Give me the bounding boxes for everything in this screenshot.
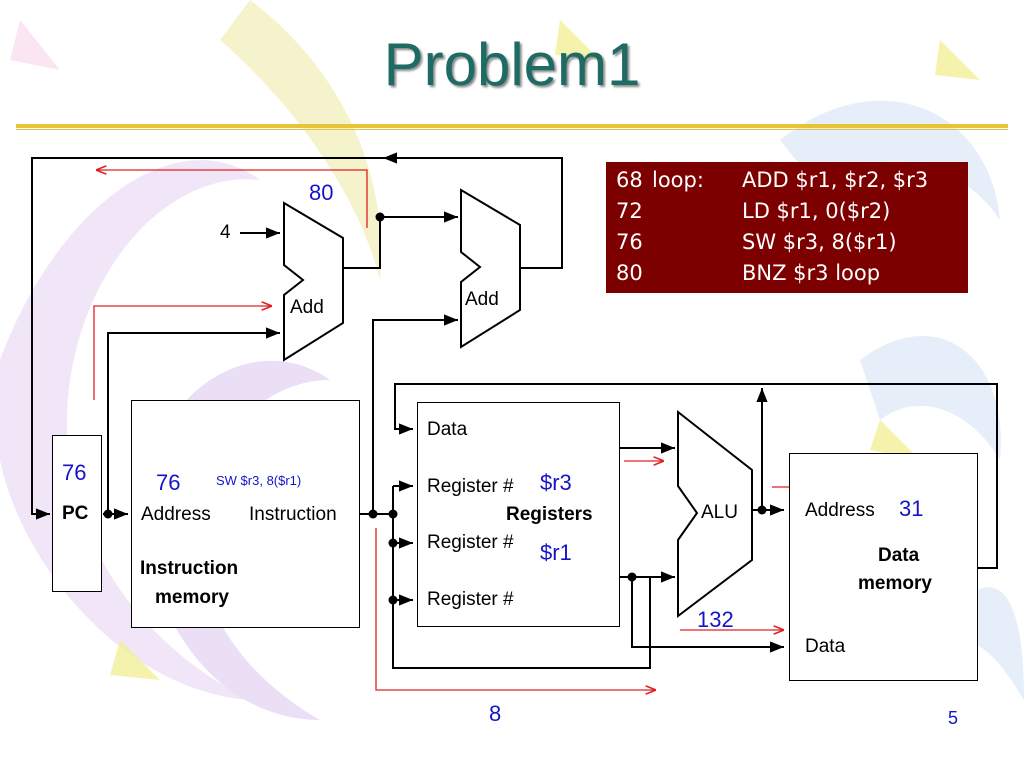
pc-value-annotation: 76 (62, 460, 87, 485)
write-data-annotation: 132 (697, 607, 734, 632)
alu-label: ALU (701, 502, 738, 523)
code-instruction: BNZ $r3 loop (742, 261, 881, 285)
code-instruction: LD $r1, 0($r2) (742, 199, 891, 223)
pc-label: PC (62, 503, 89, 524)
im-address-label: Address (141, 504, 211, 525)
registers-title: Registers (506, 504, 593, 525)
code-address: 80 (616, 261, 643, 285)
im-instruction-label: Instruction (249, 504, 337, 525)
alu-result-annotation: 31 (899, 496, 924, 521)
code-instruction: SW $r3, 8($r1) (742, 230, 897, 254)
next-pc-annotation: 80 (309, 180, 334, 205)
dm-data-label: Data (805, 636, 846, 657)
code-line: 80 BNZ $r3 loop (616, 258, 968, 289)
code-address: 76 (616, 230, 643, 254)
code-listing: 68 loop: ADD $r1, $r2, $r3 72 LD $r1, 0(… (606, 162, 968, 293)
code-address: 72 (616, 199, 643, 223)
reg-num2-label: Register # (427, 532, 514, 553)
data-memory (789, 453, 978, 681)
code-line: 76 SW $r3, 8($r1) (616, 227, 968, 258)
instruction-memory (131, 400, 360, 628)
page-number: 5 (948, 708, 959, 728)
dm-title-line1: Data (878, 545, 920, 566)
reg-b-annotation: $r1 (540, 540, 572, 565)
address-value-annotation: 76 (156, 470, 181, 495)
constant-four: 4 (220, 222, 231, 243)
code-line: 72 LD $r1, 0($r2) (616, 196, 968, 227)
title-underline (16, 124, 1008, 128)
im-title-line1: Instruction (140, 558, 239, 579)
dm-address-label: Address (805, 500, 875, 521)
reg-num3-label: Register # (427, 589, 514, 610)
reg-num1-label: Register # (427, 476, 514, 497)
code-line: 68 loop: ADD $r1, $r2, $r3 (616, 165, 968, 196)
offset-annotation: 8 (489, 701, 502, 726)
im-title-line2: memory (155, 587, 229, 608)
reg-data-label: Data (427, 419, 468, 440)
pc-register (52, 435, 102, 592)
code-label: loop: (652, 168, 704, 192)
adder1-label: Add (290, 297, 324, 318)
register-file (417, 402, 620, 627)
slide-title: Problem1 (383, 31, 641, 98)
title-underline-thin (16, 129, 1008, 130)
code-instruction: ADD $r1, $r2, $r3 (742, 168, 929, 192)
dm-title-line2: memory (858, 573, 932, 594)
current-instruction-annotation: SW $r3, 8($r1) (216, 473, 302, 488)
code-address: 68 (616, 168, 643, 192)
reg-a-annotation: $r3 (540, 470, 572, 495)
adder2-label: Add (465, 289, 499, 310)
